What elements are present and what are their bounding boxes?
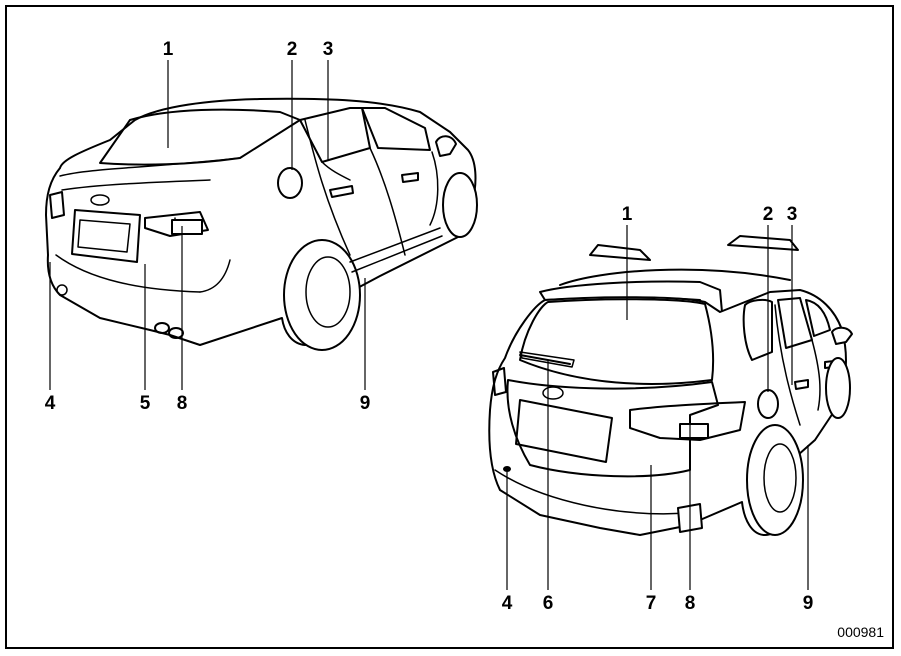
figure-code: 000981 [837,624,884,640]
wagon-leader-lines [506,225,809,590]
wagon-label-rear-combination-light: 8 [685,593,696,614]
sedan-label-trunk-lid: 5 [140,393,151,414]
wagon-label-rear-bumper: 4 [502,593,513,614]
sedan-illustration [45,97,478,351]
wagon-callout-labels: 1 2 3 4 6 7 8 9 [502,204,814,614]
wagon-label-rear-window: 1 [622,204,633,225]
wagon-label-rear-door: 3 [787,204,798,225]
wagon-label-side-sill: 9 [803,593,814,614]
sedan-label-rear-window: 1 [163,39,174,60]
sedan-label-rear-door: 3 [323,39,334,60]
wagon-illustration [488,235,853,536]
sedan-callout-labels: 1 2 3 4 5 8 9 [45,39,371,414]
sedan-label-rear-combination-light: 8 [177,393,188,414]
wagon-label-rear-wiper: 6 [543,593,554,614]
sedan-leader-lines [49,60,366,390]
wagon-label-fuel-door: 2 [763,204,774,225]
sedan-label-fuel-door: 2 [287,39,298,60]
wagon-label-rear-gate: 7 [646,593,657,614]
sedan-label-rear-bumper: 4 [45,393,56,414]
sedan-label-side-sill: 9 [360,393,371,414]
